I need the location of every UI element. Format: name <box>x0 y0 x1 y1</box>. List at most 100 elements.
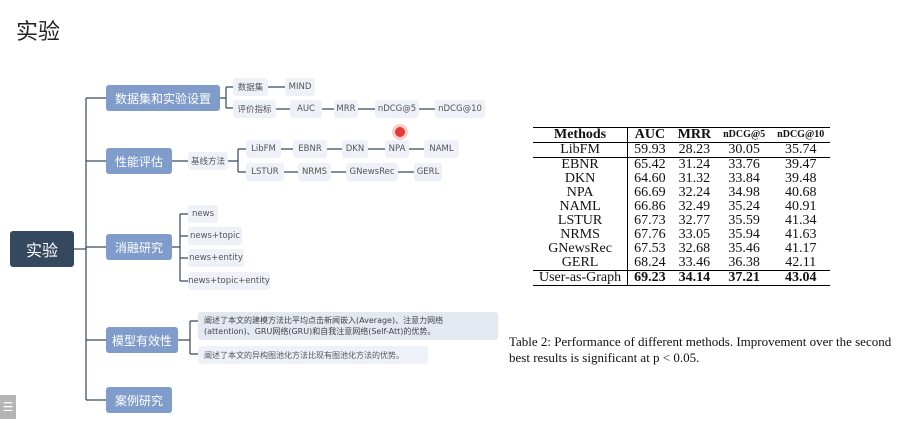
table-cell: GNewsRec <box>533 242 629 256</box>
table-row: DKN 64.60 31.32 33.84 39.48 <box>533 172 830 186</box>
table-cell: 41.63 <box>784 227 817 242</box>
table-cell: 35.94 <box>728 227 760 242</box>
table-cell: 32.24 <box>678 185 711 200</box>
table-cell: 40.91 <box>784 199 817 214</box>
leaf-baseline-nrms[interactable]: NRMS <box>298 163 331 181</box>
table-cell: 66.86 <box>634 199 666 214</box>
table-cell: NRMS <box>533 228 629 242</box>
leaf-metric-ndcg10[interactable]: nDCG@10 <box>435 100 485 118</box>
table-cell: 42.11 <box>785 255 817 270</box>
table-cell: 37.21 <box>717 270 772 286</box>
table-cell: EBNR <box>533 157 629 172</box>
table-cell: 33.05 <box>678 227 711 242</box>
results-table: Methods AUC MRR nDCG@5 nDCG@10 LibFM 59.… <box>533 127 831 286</box>
cursor-highlight-dot <box>395 127 405 137</box>
table-caption: Table 2: Performance of different method… <box>509 334 892 365</box>
leaf-metric-mrr[interactable]: MRR <box>334 100 358 118</box>
leaf-baseline-label[interactable]: 基线方法 <box>188 152 228 170</box>
leaf-baseline-gerl[interactable]: GERL <box>414 163 442 181</box>
table-cell: 69.23 <box>627 270 672 286</box>
table-row: User-as-Graph 69.23 34.14 37.21 43.04 <box>533 270 831 286</box>
table-header-row: Methods AUC MRR nDCG@5 nDCG@10 <box>533 127 831 143</box>
table-cell: 31.32 <box>678 171 711 186</box>
leaf-baseline-libfm[interactable]: LibFM <box>246 140 281 158</box>
table-cell: 32.49 <box>678 199 711 214</box>
header-ndcg5: nDCG@5 <box>717 127 772 143</box>
table-cell: 59.93 <box>627 142 672 158</box>
table-cell: 36.38 <box>728 255 760 270</box>
table-cell: 35.24 <box>728 199 760 214</box>
leaf-metric-ndcg5[interactable]: nDCG@5 <box>375 100 419 118</box>
table-cell: 67.76 <box>634 227 666 242</box>
table-cell: 32.77 <box>678 213 711 228</box>
table-cell: GERL <box>533 256 629 271</box>
leaf-baseline-ebnr[interactable]: EBNR <box>293 140 327 158</box>
table-row: LSTUR 67.73 32.77 35.59 41.34 <box>533 214 830 228</box>
table-cell: 35.59 <box>728 213 760 228</box>
table-cell: LibFM <box>533 142 629 158</box>
page-title: 实验 <box>16 20 61 45</box>
table-row: NAML 66.86 32.49 35.24 40.91 <box>533 200 830 214</box>
leaf-baseline-dkn[interactable]: DKN <box>342 140 368 158</box>
table-cell: 35.46 <box>728 241 760 256</box>
leaf-metric-auc[interactable]: AUC <box>290 100 322 118</box>
table-cell: 41.34 <box>784 213 817 228</box>
table-cell: 33.46 <box>678 255 711 270</box>
node-case-study[interactable]: 案例研究 <box>106 387 172 413</box>
table-cell: 34.14 <box>671 270 718 286</box>
header-methods: Methods <box>533 127 629 143</box>
table-row: NRMS 67.76 33.05 35.94 41.63 <box>533 228 830 242</box>
header-auc: AUC <box>627 127 672 143</box>
table-cell: NAML <box>533 200 629 214</box>
table-row: GNewsRec 67.53 32.68 35.46 41.17 <box>533 242 830 256</box>
leaf-dataset-mind[interactable]: MIND <box>285 78 315 96</box>
table-cell: 30.05 <box>717 142 772 158</box>
table-cell: 31.24 <box>678 157 711 172</box>
leaf-baseline-lstur[interactable]: LSTUR <box>246 163 284 181</box>
table-cell: 64.60 <box>634 171 666 186</box>
table-cell: 35.74 <box>771 142 831 158</box>
leaf-metric-label[interactable]: 评价指标 <box>233 100 276 118</box>
table-cell: NPA <box>533 186 629 200</box>
table-row: EBNR 65.42 31.24 33.76 39.47 <box>533 157 830 172</box>
leaf-model-note-1[interactable]: 阐述了本文的建模方法比平均点击新闻嵌入(Average)、注意力网络(atten… <box>198 312 498 340</box>
table-cell: DKN <box>533 172 629 186</box>
node-ablation[interactable]: 消融研究 <box>106 234 172 260</box>
leaf-ablation-news-topic-entity[interactable]: news+topic+entity <box>188 272 270 290</box>
leaf-baseline-gnewsrec[interactable]: GNewsRec <box>346 163 398 181</box>
table-cell: 39.48 <box>784 171 817 186</box>
table-row: NPA 66.69 32.24 34.98 40.68 <box>533 186 830 200</box>
leaf-dataset-label[interactable]: 数据集 <box>233 78 268 96</box>
leaf-ablation-news-entity[interactable]: news+entity <box>188 249 244 267</box>
table-cell: 34.98 <box>728 185 760 200</box>
menu-icon[interactable]: ☰ <box>0 395 16 419</box>
table-cell: 67.73 <box>634 213 666 228</box>
node-model-effectiveness[interactable]: 模型有效性 <box>106 327 178 353</box>
leaf-baseline-naml[interactable]: NAML <box>424 140 459 158</box>
table-cell: 67.53 <box>634 241 666 256</box>
mindmap-root[interactable]: 实验 <box>10 231 74 267</box>
header-mrr: MRR <box>671 127 718 143</box>
table-cell: 32.68 <box>678 241 711 256</box>
leaf-ablation-news-topic[interactable]: news+topic <box>188 227 242 245</box>
table-cell: User-as-Graph <box>533 270 629 286</box>
leaf-model-note-2[interactable]: 阐述了本文的异构图池化方法比现有图池化方法的优势。 <box>198 346 428 364</box>
leaf-ablation-news[interactable]: news <box>188 205 218 223</box>
header-ndcg10: nDCG@10 <box>771 127 831 143</box>
table-cell: 39.47 <box>784 157 817 172</box>
table-cell: 28.23 <box>671 142 718 158</box>
table-cell: 40.68 <box>784 185 817 200</box>
table-cell: 66.69 <box>634 185 666 200</box>
table-cell: 43.04 <box>771 270 831 286</box>
table-cell: 33.76 <box>728 157 760 172</box>
table-cell: 65.42 <box>634 157 666 172</box>
node-dataset-settings[interactable]: 数据集和实验设置 <box>106 85 220 111</box>
table-row: GERL 68.24 33.46 36.38 42.11 <box>533 256 830 271</box>
node-performance[interactable]: 性能评估 <box>106 148 172 174</box>
table-cell: 33.84 <box>728 171 760 186</box>
table-cell: 41.17 <box>784 241 817 256</box>
table-cell: LSTUR <box>533 214 629 228</box>
table-cell: 68.24 <box>634 255 666 270</box>
leaf-baseline-npa[interactable]: NPA <box>385 140 409 158</box>
